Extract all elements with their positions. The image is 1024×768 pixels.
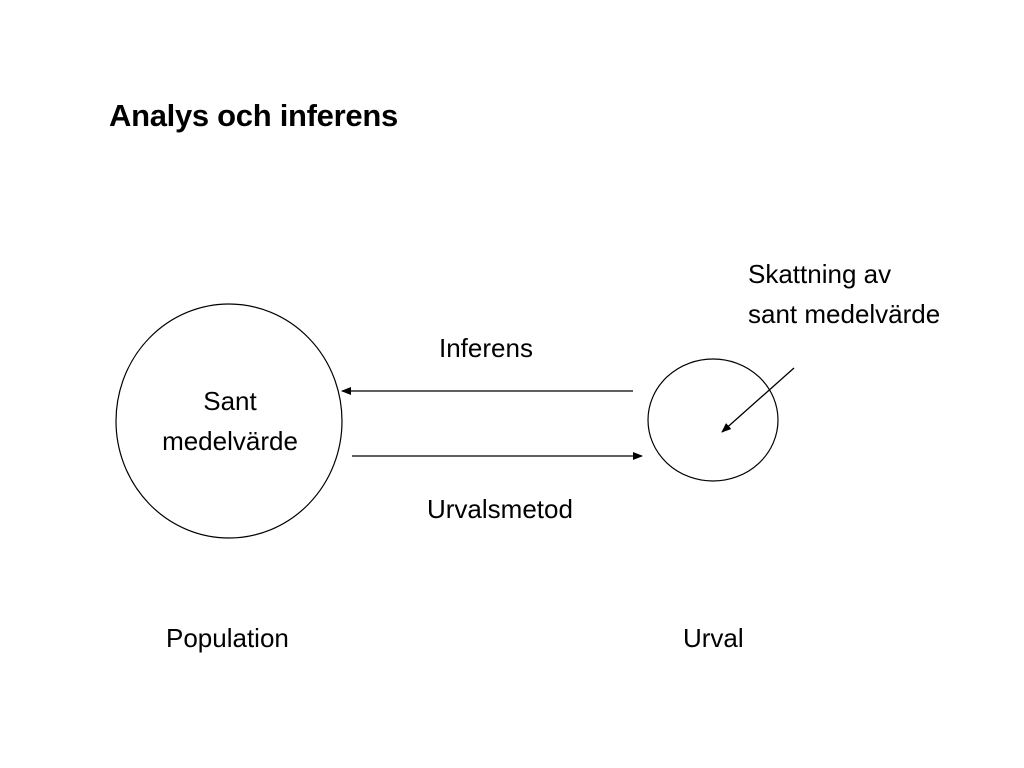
urvalsmetod-label: Urvalsmetod — [427, 494, 573, 524]
estimate-pointer-arrow — [721, 367, 795, 433]
slide-title: Analys och inferens — [109, 98, 398, 133]
sample-circle — [647, 358, 779, 482]
inferens-label: Inferens — [439, 333, 533, 363]
population-circle-label: Sant medelvärde — [130, 381, 330, 461]
sample-caption: Urval — [683, 623, 744, 653]
estimate-label-line1: Skattning av — [748, 259, 892, 289]
population-circle-label-line1: Sant — [203, 386, 257, 416]
population-circle — [115, 303, 343, 539]
population-circle-label-line2: medelvärde — [162, 426, 298, 456]
estimate-label: Skattning av sant medelvärde — [748, 254, 940, 334]
estimate-label-line2: sant medelvärde — [748, 299, 941, 329]
population-caption: Population — [166, 623, 289, 653]
